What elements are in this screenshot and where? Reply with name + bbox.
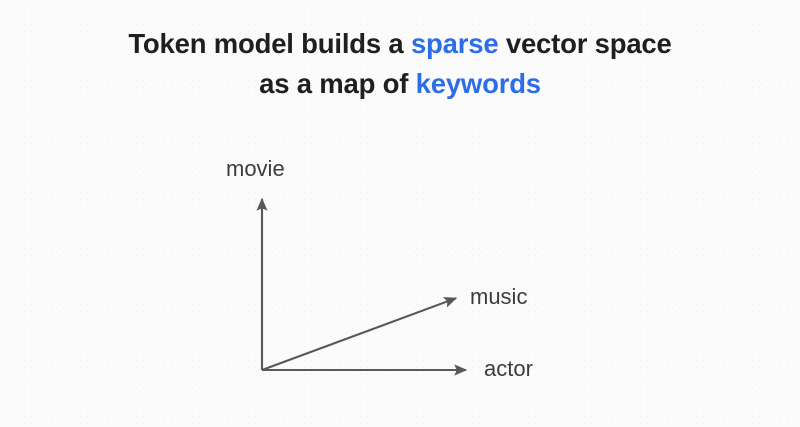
axis-label-movie: movie [226, 156, 285, 181]
title-accent-sparse: sparse [410, 28, 499, 59]
title-line-1-prefix: Token model builds a [128, 28, 411, 59]
title-line-2: as a map of keywords [0, 64, 800, 104]
axis-label-actor: actor [484, 356, 533, 381]
title-line-1: Token model builds a sparse vector space [0, 24, 800, 64]
title-line-2-prefix: as a map of [259, 68, 416, 99]
title-accent-keywords: keywords [415, 68, 541, 99]
title-line-1-suffix: vector space [498, 28, 672, 59]
diagonal-vector-line [261, 297, 458, 371]
axis-label-music: music [470, 284, 528, 309]
page-title: Token model builds a sparse vector space… [0, 24, 800, 104]
